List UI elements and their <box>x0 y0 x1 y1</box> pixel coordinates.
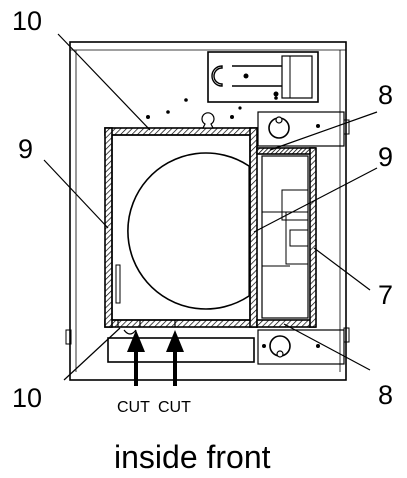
callout-8-bottom: 8 <box>378 380 393 410</box>
cut-arrow-left <box>127 330 145 386</box>
right-fixtures <box>257 111 345 365</box>
fan-circle <box>127 112 250 310</box>
cut-label-left: CUT <box>117 399 150 416</box>
bottom-opening <box>107 337 255 363</box>
diagram-caption: inside front <box>114 439 271 475</box>
callout-7-right: 7 <box>378 280 393 310</box>
cabinet-outline <box>65 41 350 381</box>
callout-10-top: 10 <box>12 6 42 36</box>
leader-lines <box>43 33 378 381</box>
callout-9-right: 9 <box>378 142 393 172</box>
callout-10-bottom: 10 <box>12 383 42 413</box>
callout-8-top: 8 <box>378 80 393 110</box>
blower-housing <box>207 51 319 103</box>
cut-arrow-right <box>166 330 184 386</box>
cut-marks <box>117 320 176 335</box>
right-compartment-frame <box>256 147 317 328</box>
cut-label-right: CUT <box>158 399 191 416</box>
callout-9-left: 9 <box>18 134 33 164</box>
